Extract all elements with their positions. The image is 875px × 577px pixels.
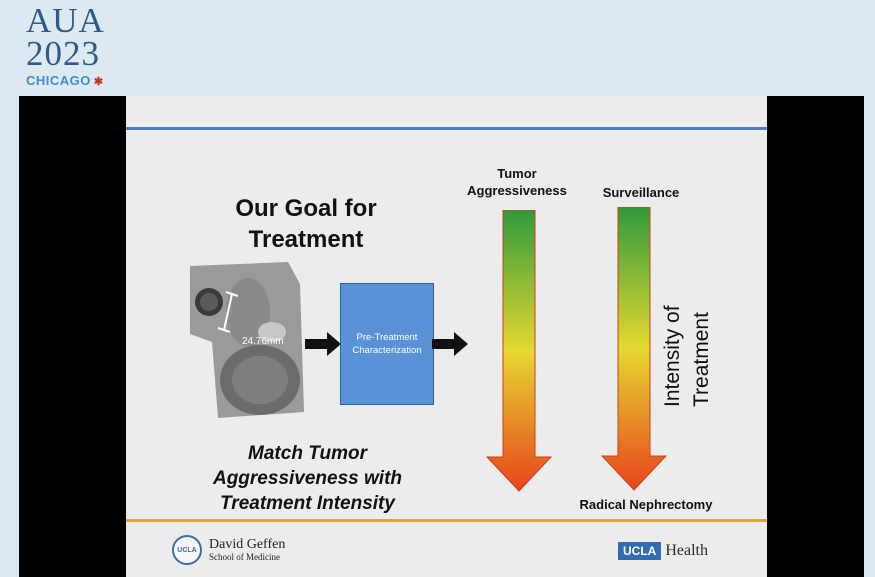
match-line3: Treatment Intensity bbox=[220, 493, 395, 514]
slide-title: Our Goal for Treatment bbox=[206, 193, 406, 255]
aua-logo: AUA 2023 CHICAGO✱ bbox=[26, 1, 105, 88]
surveillance-gradient-arrow bbox=[601, 207, 667, 491]
slide-title-line1: Our Goal for bbox=[235, 195, 377, 222]
top-rule bbox=[126, 127, 767, 130]
match-statement: Match Tumor Aggressiveness with Treatmen… bbox=[190, 441, 425, 516]
ucla-wordmark: UCLA bbox=[618, 542, 662, 560]
tumor-aggressiveness-label: Tumor Aggressiveness bbox=[452, 165, 582, 199]
dgsom-logo: UCLA David Geffen School of Medicine bbox=[172, 535, 285, 565]
dgsom-line1: David Geffen bbox=[209, 536, 286, 552]
surveillance-label: Surveillance bbox=[602, 185, 680, 200]
box-line2: Characterization bbox=[352, 345, 422, 356]
scan-measurement: 24.76mm bbox=[242, 336, 284, 347]
health-wordmark: Health bbox=[665, 542, 708, 559]
video-letterbox-left bbox=[19, 96, 126, 577]
dgsom-line2: School of Medicine bbox=[209, 551, 280, 562]
slide: Our Goal for Treatment 24.76mm Pre-Treat… bbox=[126, 96, 767, 577]
seal-text: UCLA bbox=[177, 546, 197, 554]
logo-line2: 2023 bbox=[26, 34, 100, 73]
logo-city: CHICAGO✱ bbox=[26, 73, 105, 88]
radical-nephrectomy-label: Radical Nephrectomy bbox=[579, 497, 713, 512]
intensity-of-treatment-label: Intensity of Treatment bbox=[661, 305, 713, 407]
video-letterbox-right bbox=[767, 96, 864, 577]
star-icon: ✱ bbox=[93, 76, 104, 88]
arrow-right-icon bbox=[432, 332, 468, 356]
pre-treatment-box: Pre-Treatment Characterization bbox=[340, 283, 434, 405]
aggressiveness-gradient-arrow bbox=[486, 210, 552, 492]
bottom-rule bbox=[126, 519, 767, 522]
logo-city-text: CHICAGO bbox=[26, 73, 91, 88]
kidney-scan-image: 24.76mm bbox=[190, 262, 304, 418]
intensity-line2: Treatment bbox=[690, 312, 713, 407]
col1-line2: Aggressiveness bbox=[467, 183, 567, 198]
match-line1: Match Tumor bbox=[248, 443, 367, 464]
ucla-seal-icon: UCLA bbox=[172, 535, 202, 565]
match-line2: Aggressiveness with bbox=[212, 468, 403, 489]
arrow-right-icon bbox=[305, 332, 341, 356]
slide-title-line2: Treatment bbox=[248, 226, 364, 253]
logo-line1: AUA bbox=[26, 1, 105, 40]
ucla-health-logo: UCLA Health bbox=[618, 542, 708, 560]
box-line1: Pre-Treatment bbox=[356, 332, 418, 343]
col1-line1: Tumor bbox=[497, 166, 537, 181]
intensity-line1: Intensity of bbox=[661, 305, 684, 407]
